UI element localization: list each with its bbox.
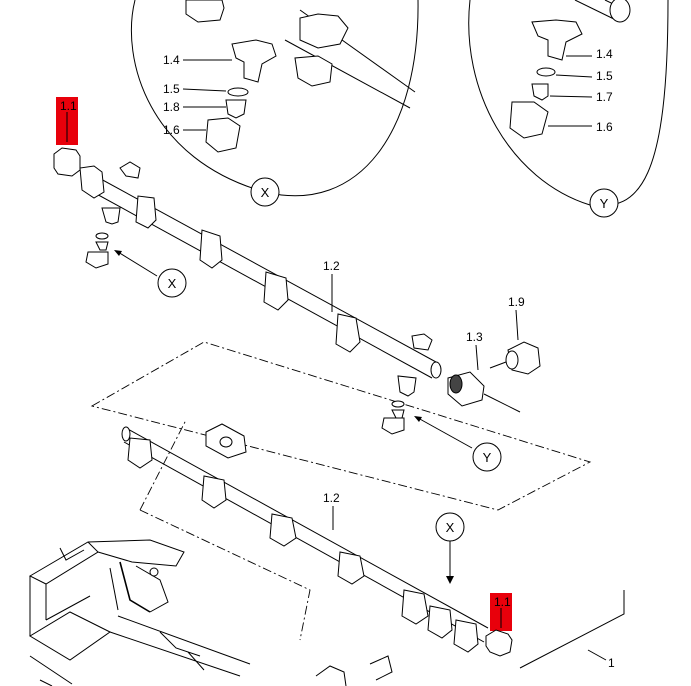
callout-x-upper	[157, 268, 187, 298]
end-cap-top[interactable]	[53, 147, 81, 177]
detail-y-label-1-6: 1.6	[596, 120, 613, 134]
label-1-2-lower: 1.2	[323, 491, 340, 505]
label-1-3: 1.3	[466, 330, 483, 344]
detail-x-label-1-8: 1.8	[163, 100, 180, 114]
detail-y-label-1-7: 1.7	[596, 90, 613, 104]
callout-y-detail	[589, 188, 619, 218]
callout-x-detail	[250, 177, 280, 207]
detail-x-circle	[130, 0, 419, 197]
label-1: 1	[608, 656, 615, 670]
label-1-1-top: 1.1	[60, 99, 77, 113]
upper-spray-bar[interactable]	[79, 161, 442, 379]
label-1-9: 1.9	[508, 295, 525, 309]
label-1-2-upper: 1.2	[323, 259, 340, 273]
callout-x-upper-label: X	[168, 276, 177, 291]
callout-y-mid-label: Y	[483, 450, 492, 465]
chassis-frame	[28, 539, 393, 686]
detail-y-circle	[468, 0, 669, 207]
detail-x-label-1-4: 1.4	[163, 53, 180, 67]
lower-spray-bar[interactable]	[121, 426, 489, 653]
callout-x-detail-label: X	[261, 185, 270, 200]
callout-y-mid	[472, 442, 502, 472]
detail-y-label-1-4: 1.4	[596, 47, 613, 61]
end-cap-bottom[interactable]	[485, 629, 513, 657]
detail-x-label-1-5: 1.5	[163, 82, 180, 96]
detail-x-label-1-6: 1.6	[163, 123, 180, 137]
callout-y-detail-label: Y	[600, 196, 609, 211]
callout-x-lower-label: X	[446, 520, 455, 535]
label-1-1-bottom: 1.1	[494, 595, 511, 609]
detail-y-label-1-5: 1.5	[596, 69, 613, 83]
